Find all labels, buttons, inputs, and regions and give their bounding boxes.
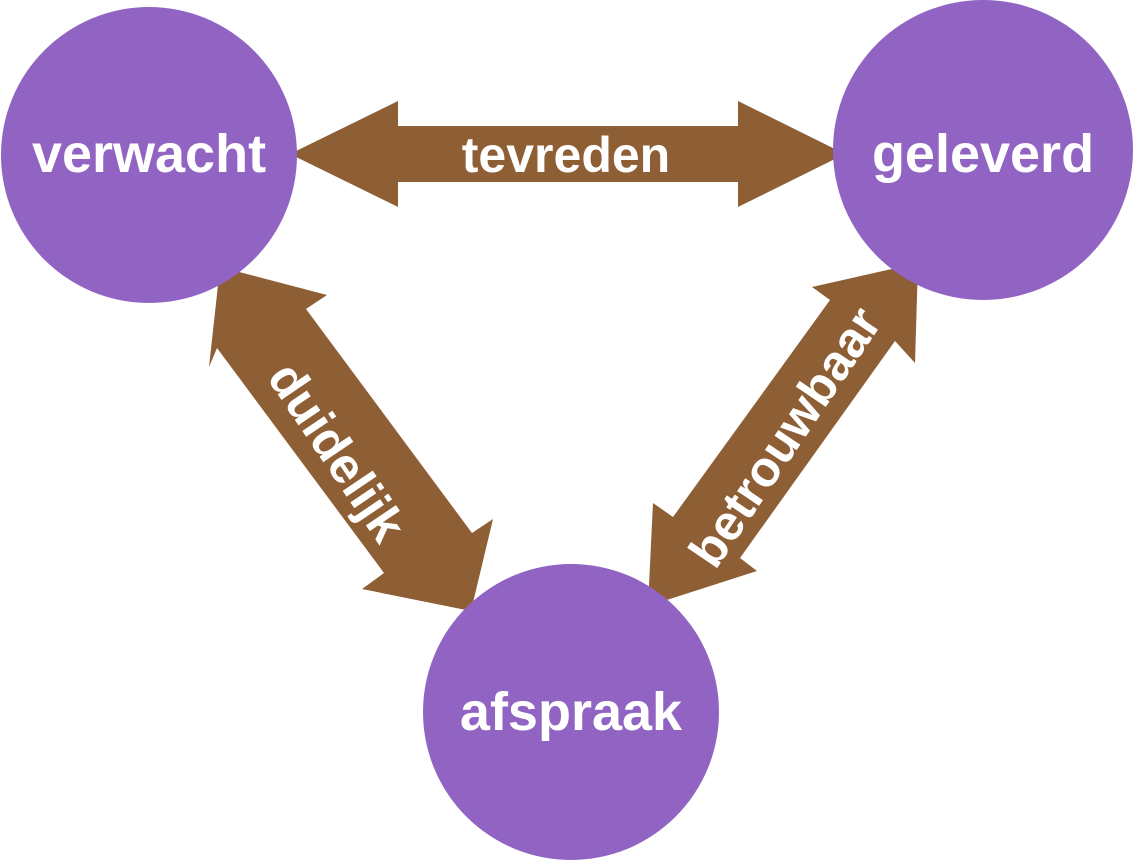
node-geleverd	[833, 0, 1133, 300]
node-verwacht	[1, 7, 297, 303]
arrow-label-tevreden: tevreden	[462, 127, 670, 183]
node-label-afspraak: afspraak	[460, 682, 683, 742]
arrow-top-double	[290, 101, 845, 207]
arrow-left-double	[209, 267, 493, 611]
node-label-verwacht: verwacht	[32, 124, 266, 184]
node-label-geleverd: geleverd	[872, 124, 1094, 184]
node-afspraak	[423, 564, 719, 860]
arrow-right-double	[648, 263, 918, 606]
arrow-label-betrouwbaar: betrouwbaar	[678, 297, 892, 577]
